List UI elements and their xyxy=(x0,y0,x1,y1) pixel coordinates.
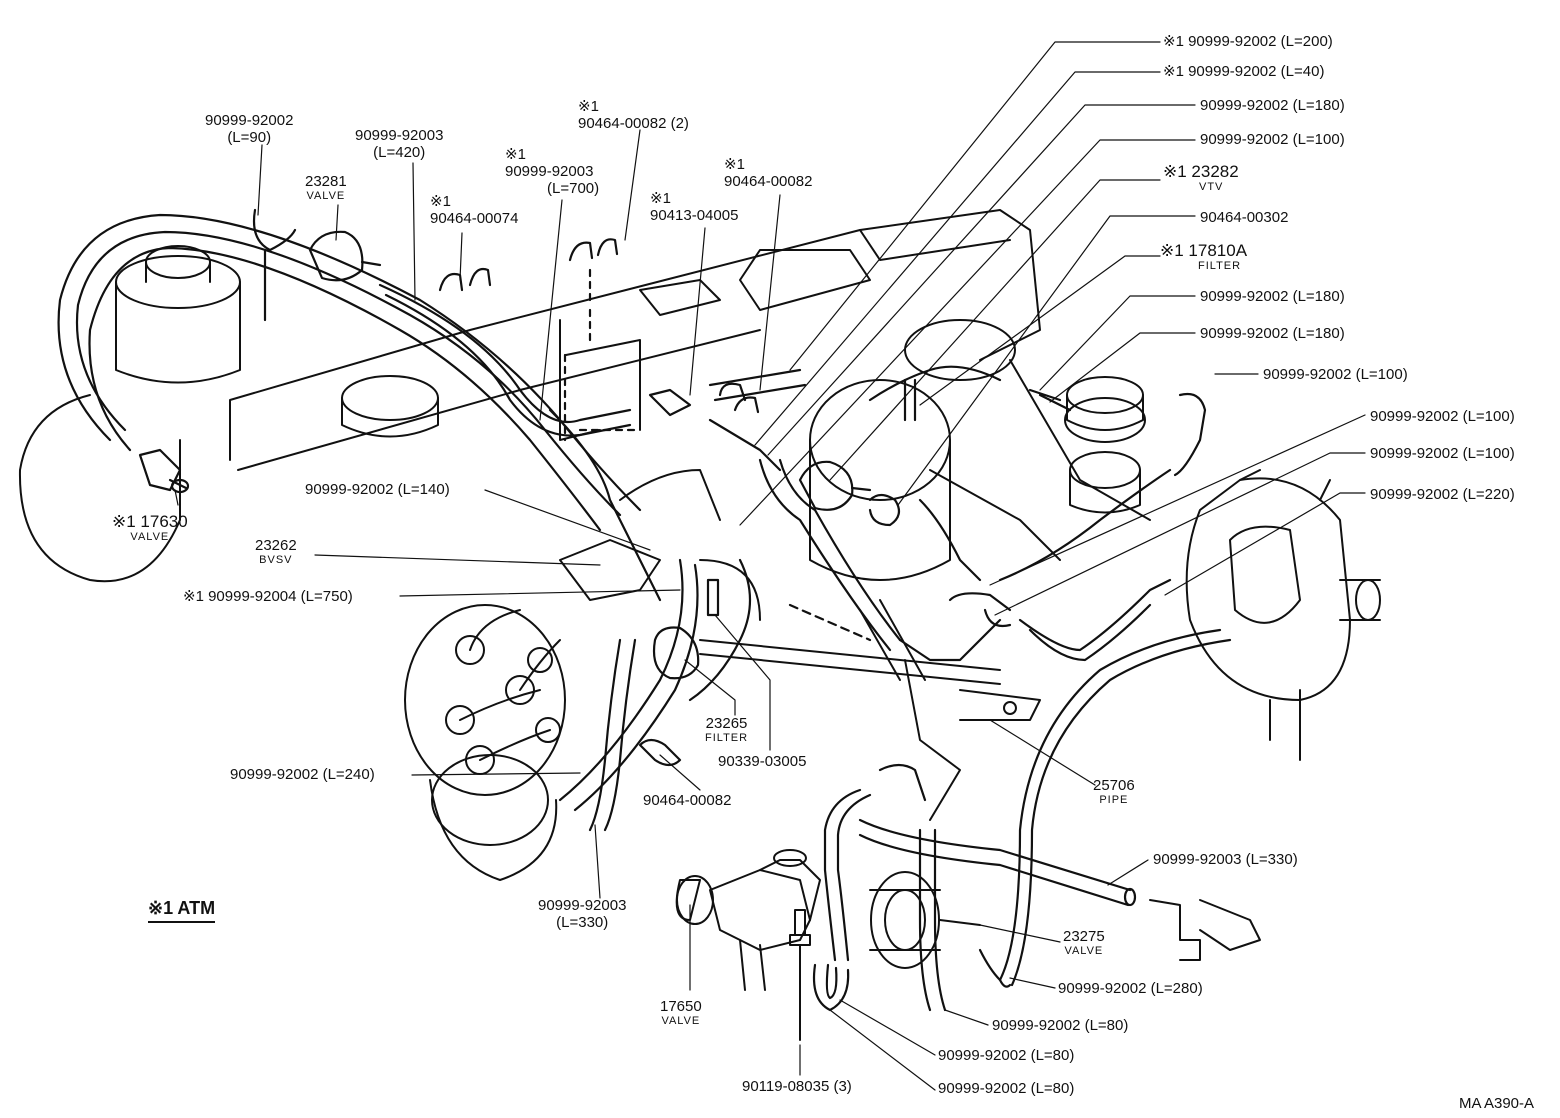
legend-atm: ※1 ATM xyxy=(148,898,216,923)
label-clamp-04005-mark: ※1 xyxy=(650,190,671,207)
label-vtv-23282-name: VTV xyxy=(1199,181,1224,193)
label-hose-l80-c: 90999-92002 (L=80) xyxy=(938,1080,1075,1097)
label-filter-23265-number: 23265 xyxy=(705,715,748,732)
label-clip-00082-mark: ※1 xyxy=(724,156,745,173)
leader-lines xyxy=(174,41,1366,1091)
label-clip-00302: 90464-00302 xyxy=(1200,209,1289,226)
label-filter-17810a-number: ※1 17810A xyxy=(1160,241,1248,260)
label-hose-l750: ※1 90999-92004 (L=750) xyxy=(183,588,353,605)
label-clip-00082-2-mark: ※1 xyxy=(578,98,599,115)
label-valve-23275-name: VALVE xyxy=(1064,945,1104,957)
label-valve-23281-number: 23281 xyxy=(305,173,347,190)
label-hose-l180-b: 90999-92002 (L=180) xyxy=(1200,288,1345,305)
label-hose-l180-c: 90999-92002 (L=180) xyxy=(1200,325,1345,342)
label-hose-l420-length: (L=420) xyxy=(373,144,426,161)
label-valve-17630-number: ※1 17630 xyxy=(112,512,188,531)
label-vtv-23282: ※1 23282 VTV xyxy=(1163,163,1239,193)
label-hose-l100-a: 90999-92002 (L=100) xyxy=(1200,131,1345,148)
label-hose-l330-b-length: (L=330) xyxy=(556,914,609,931)
label-hose-l180-a: 90999-92002 (L=180) xyxy=(1200,97,1345,114)
label-clip-00074-mark: ※1 xyxy=(430,193,451,210)
label-filter-17810a: ※1 17810A FILTER xyxy=(1160,242,1247,272)
label-hose-l90-part: 90999-92002 xyxy=(205,112,294,129)
label-clip-00082-2: ※1 90464-00082 (2) xyxy=(578,98,689,132)
label-hose-l40: ※1 90999-92002 (L=40) xyxy=(1163,63,1325,80)
label-pipe-25706-number: 25706 xyxy=(1093,777,1135,794)
label-filter-23265: 23265 FILTER xyxy=(705,715,748,744)
label-pipe-25706: 25706 PIPE xyxy=(1093,777,1135,806)
label-clip-00082-c: 90464-00082 xyxy=(643,792,732,809)
label-valve-17630: ※1 17630 VALVE xyxy=(112,513,188,543)
label-valve-17630-name: VALVE xyxy=(130,531,170,543)
engine-drawing xyxy=(18,209,1381,1041)
vacuum-hoses xyxy=(57,208,1232,1012)
label-hose-l80-b: 90999-92002 (L=80) xyxy=(938,1047,1075,1064)
label-hose-l240: 90999-92002 (L=240) xyxy=(230,766,375,783)
label-part-90339: 90339-03005 xyxy=(718,753,807,770)
label-valve-17650-name: VALVE xyxy=(661,1015,701,1027)
label-clip-00074: ※1 90464-00074 xyxy=(430,193,518,227)
label-bvsv-23262: 23262 BVSV xyxy=(255,537,297,566)
diagram-code: MA A390-A xyxy=(1458,1095,1534,1112)
label-hose-l100-b: 90999-92002 (L=100) xyxy=(1263,366,1408,383)
label-filter-23265-name: FILTER xyxy=(705,732,749,744)
label-bolt-08035: 90119-08035 (3) xyxy=(742,1078,852,1095)
label-hose-l420-part: 90999-92003 xyxy=(355,127,444,144)
label-clip-00074-part: 90464-00074 xyxy=(430,210,519,227)
label-hose-l420: 90999-92003 (L=420) xyxy=(355,127,443,161)
label-pipe-25706-name: PIPE xyxy=(1099,794,1129,806)
label-vtv-23282-number: ※1 23282 xyxy=(1163,162,1239,181)
label-hose-l280: 90999-92002 (L=280) xyxy=(1058,980,1203,997)
label-hose-l80-a: 90999-92002 (L=80) xyxy=(992,1017,1129,1034)
label-hose-l330-a: 90999-92003 (L=330) xyxy=(1153,851,1298,868)
label-hose-l700-length: (L=700) xyxy=(547,180,600,197)
label-hose-l100-c: 90999-92002 (L=100) xyxy=(1370,408,1515,425)
label-valve-23281: 23281 VALVE xyxy=(305,173,347,202)
label-bvsv-23262-name: BVSV xyxy=(259,554,293,566)
label-hose-l330-b-part: 90999-92003 xyxy=(538,897,627,914)
label-clip-00082-2-part: 90464-00082 (2) xyxy=(578,115,689,132)
label-hose-l90-length: (L=90) xyxy=(227,129,272,146)
label-hose-l90: 90999-92002 (L=90) xyxy=(205,112,293,146)
label-valve-23275: 23275 VALVE xyxy=(1063,928,1105,957)
label-hose-l700-part: 90999-92003 xyxy=(505,163,594,180)
label-hose-l220: 90999-92002 (L=220) xyxy=(1370,486,1515,503)
label-hose-l140: 90999-92002 (L=140) xyxy=(305,481,450,498)
label-filter-17810a-name: FILTER xyxy=(1198,260,1242,272)
label-hose-l700-mark: ※1 xyxy=(505,146,526,163)
label-valve-17650: 17650 VALVE xyxy=(660,998,702,1027)
label-clamp-04005-part: 90413-04005 xyxy=(650,207,739,224)
label-hose-l200: ※1 90999-92002 (L=200) xyxy=(1163,33,1333,50)
label-hose-l700: ※1 90999-92003 (L=700) xyxy=(505,146,599,197)
label-valve-17650-number: 17650 xyxy=(660,998,702,1015)
label-valve-23275-number: 23275 xyxy=(1063,928,1105,945)
label-clamp-04005: ※1 90413-04005 xyxy=(650,190,738,224)
label-clip-00082: ※1 90464-00082 xyxy=(724,156,812,190)
label-hose-l100-d: 90999-92002 (L=100) xyxy=(1370,445,1515,462)
label-bvsv-23262-number: 23262 xyxy=(255,537,297,554)
label-clip-00082-part: 90464-00082 xyxy=(724,173,813,190)
label-valve-23281-name: VALVE xyxy=(306,190,346,202)
label-hose-l330-b: 90999-92003 (L=330) xyxy=(538,897,626,931)
